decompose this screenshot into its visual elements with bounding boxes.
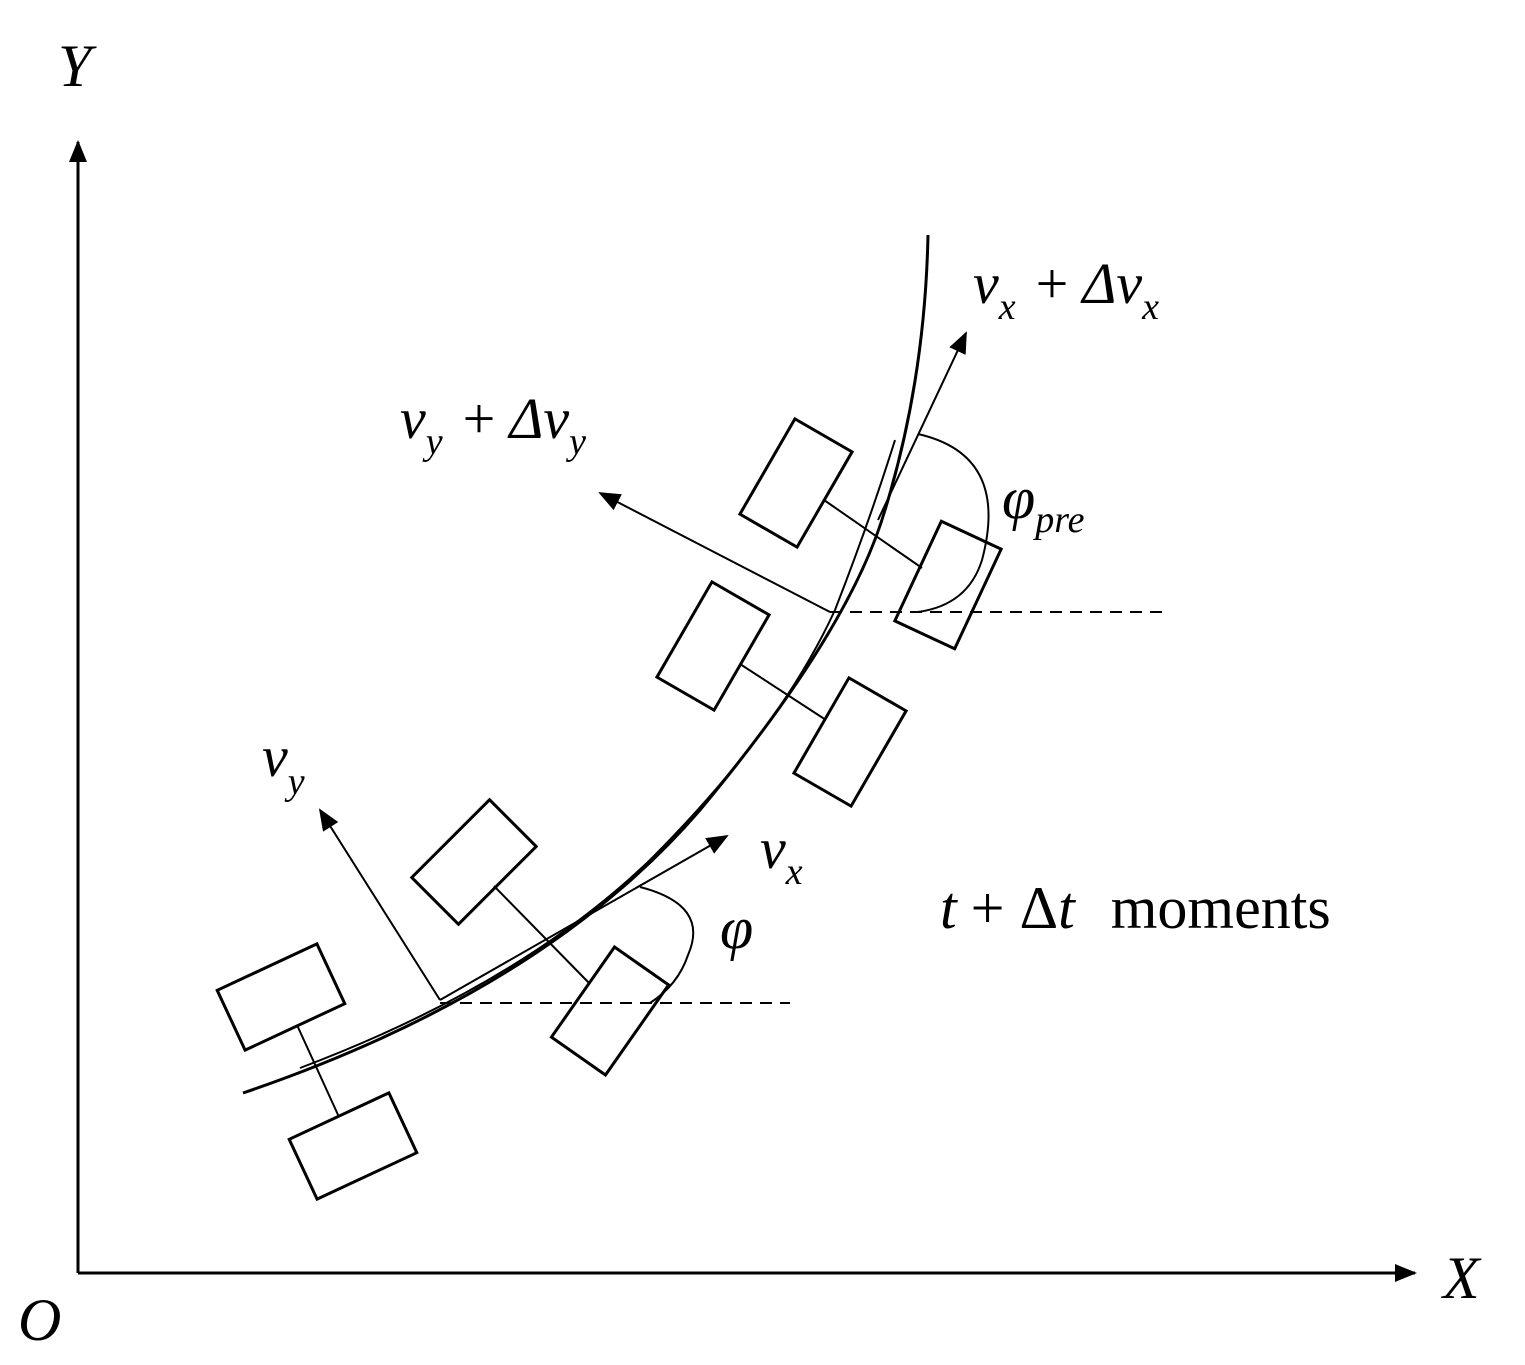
vx-label: vx — [760, 816, 803, 893]
front-left-wheel-next — [737, 416, 855, 550]
trajectory-curve-outer — [242, 234, 930, 1095]
front-axle — [493, 885, 591, 985]
vy-arrow — [318, 808, 441, 1001]
phi-angle-arc — [639, 886, 695, 1004]
phi-pre-label: φpre — [1002, 465, 1085, 541]
rear-right-wheel — [287, 1090, 419, 1202]
phi-pre-angle-arc — [917, 433, 990, 613]
rear-left-wheel-next — [654, 579, 772, 713]
front-left-wheel — [409, 797, 539, 927]
vy-plus-dvy-arrow — [598, 492, 831, 613]
vehicle-t — [215, 797, 671, 1202]
vy-plus-dvy-label: vy+Δvy — [400, 386, 586, 463]
origin-label: O — [18, 1287, 61, 1353]
vy-label: vy — [262, 724, 305, 803]
trajectory-curve-inner — [299, 439, 896, 1069]
vx-arrow — [439, 835, 729, 1001]
velocity-t — [318, 808, 790, 1004]
x-axis-label: X — [1441, 1245, 1482, 1311]
rear-axle — [296, 1024, 340, 1118]
rear-axle-next — [739, 663, 827, 721]
rear-left-wheel — [215, 941, 347, 1053]
phi-label: φ — [720, 895, 753, 961]
vx-plus-dvx-arrow — [877, 331, 967, 521]
vehicle-t-plus-dt — [654, 416, 1004, 809]
front-axle-next — [823, 499, 923, 569]
front-right-wheel — [549, 944, 671, 1078]
coordinate-axes — [69, 140, 1417, 1282]
velocity-t-plus-dt — [598, 331, 1170, 613]
vx-plus-dvx-label: vx+Δvx — [973, 251, 1159, 328]
y-axis-label: Y — [58, 33, 97, 99]
rear-right-wheel-next — [791, 675, 909, 809]
front-right-wheel-next — [892, 519, 1004, 651]
trajectory — [242, 234, 930, 1095]
